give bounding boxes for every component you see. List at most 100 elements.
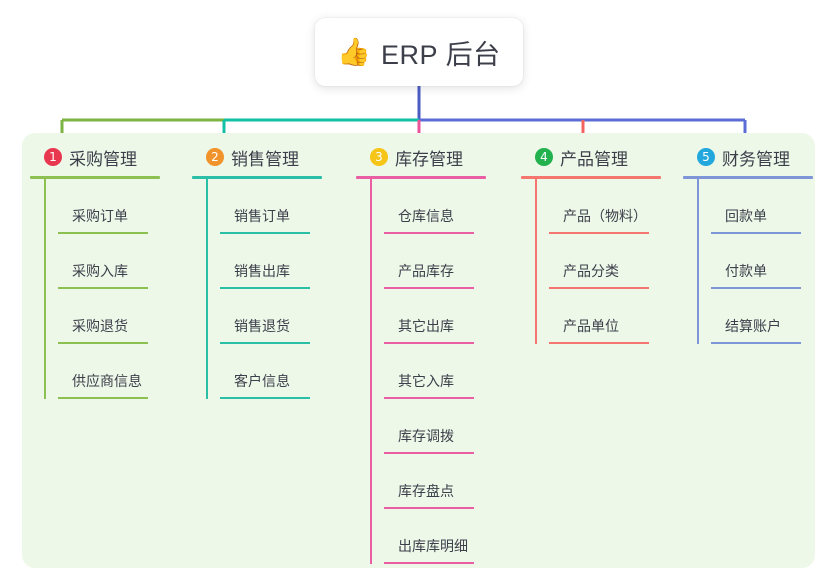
branch-item-underline [220, 232, 310, 234]
branch-item-label: 产品分类 [563, 263, 619, 279]
branch-item-underline [384, 452, 474, 454]
branch-item-underline [384, 562, 474, 564]
branch-item-underline [549, 342, 649, 344]
branch-column-2: 2 销售管理销售订单销售出库销售退货客户信息 [192, 144, 322, 399]
branch-item-label: 库存调拨 [398, 428, 454, 444]
branch-column-5: 5 财务管理回款单付款单结算账户 [683, 144, 813, 344]
branch-column-1: 1 采购管理采购订单采购入库采购退货供应商信息 [30, 144, 160, 399]
branch-item[interactable]: 库存调拨 [384, 399, 486, 454]
branch-item-underline [58, 342, 148, 344]
branch-spine-1 [44, 179, 46, 399]
branch-item[interactable]: 产品分类 [549, 234, 661, 289]
branch-item-underline [58, 232, 148, 234]
branch-children-3: 仓库信息产品库存其它出库其它入库库存调拨库存盘点出库库明细 [356, 179, 486, 564]
branch-item[interactable]: 结算账户 [711, 289, 813, 344]
branch-badge-5: 5 [697, 148, 715, 166]
branch-column-3: 3 库存管理仓库信息产品库存其它出库其它入库库存调拨库存盘点出库库明细 [356, 144, 486, 564]
branch-item-underline [384, 507, 474, 509]
branch-item-label: 出库库明细 [398, 538, 468, 554]
branch-badge-3: 3 [370, 148, 388, 166]
branch-spine-5 [697, 179, 699, 344]
branch-item[interactable]: 其它出库 [384, 289, 486, 344]
branch-item-underline [220, 342, 310, 344]
branch-item[interactable]: 供应商信息 [58, 344, 160, 399]
branch-item-underline [711, 287, 801, 289]
branch-item-underline [384, 342, 474, 344]
branch-item-label: 其它出库 [398, 318, 454, 334]
branch-item-underline [711, 232, 801, 234]
branch-panel [22, 133, 815, 568]
branch-item[interactable]: 回款单 [711, 179, 813, 234]
branch-item[interactable]: 采购订单 [58, 179, 160, 234]
branch-title-5: 财务管理 [722, 149, 790, 169]
branch-item-label: 采购入库 [72, 263, 128, 279]
branch-underline-1 [30, 176, 160, 179]
branch-item-label: 采购订单 [72, 208, 128, 224]
branch-underline-3 [356, 176, 486, 179]
branch-header-3[interactable]: 3 库存管理 [356, 144, 486, 170]
branch-item-label: 付款单 [725, 263, 767, 279]
branch-item[interactable]: 付款单 [711, 234, 813, 289]
branch-underline-2 [192, 176, 322, 179]
branch-item[interactable]: 产品库存 [384, 234, 486, 289]
branch-title-1: 采购管理 [69, 149, 137, 169]
branch-item[interactable]: 销售退货 [220, 289, 322, 344]
branch-title-2: 销售管理 [231, 149, 299, 169]
branch-badge-1: 1 [44, 148, 62, 166]
branch-item[interactable]: 产品（物料） [549, 179, 661, 234]
branch-item-label: 销售退货 [234, 318, 290, 334]
branch-item[interactable]: 出库库明细 [384, 509, 486, 564]
branch-badge-2: 2 [206, 148, 224, 166]
thumbs-up-icon: 👍 [337, 36, 372, 67]
branch-item-underline [711, 342, 801, 344]
branch-item[interactable]: 销售出库 [220, 234, 322, 289]
branch-children-1: 采购订单采购入库采购退货供应商信息 [30, 179, 160, 399]
branch-children-2: 销售订单销售出库销售退货客户信息 [192, 179, 322, 399]
branch-item-label: 产品（物料） [563, 208, 647, 224]
branch-spine-2 [206, 179, 208, 399]
branch-item-label: 产品库存 [398, 263, 454, 279]
branch-item[interactable]: 产品单位 [549, 289, 661, 344]
branch-item-label: 回款单 [725, 208, 767, 224]
branch-item-label: 仓库信息 [398, 208, 454, 224]
branch-item-underline [549, 232, 649, 234]
branch-item[interactable]: 销售订单 [220, 179, 322, 234]
branch-children-4: 产品（物料） 产品分类产品单位 [521, 179, 661, 344]
branch-item-underline [384, 287, 474, 289]
branch-item-underline [549, 287, 649, 289]
branch-item-underline [58, 287, 148, 289]
branch-item-label: 供应商信息 [72, 373, 142, 389]
branch-item[interactable]: 其它入库 [384, 344, 486, 399]
branch-spine-4 [535, 179, 537, 344]
branch-item-label: 采购退货 [72, 318, 128, 334]
branch-item-underline [384, 232, 474, 234]
branch-underline-4 [521, 176, 661, 179]
branch-item-underline [220, 287, 310, 289]
branch-title-4: 产品管理 [560, 149, 628, 169]
branch-item-underline [384, 397, 474, 399]
branch-item[interactable]: 客户信息 [220, 344, 322, 399]
branch-item-label: 其它入库 [398, 373, 454, 389]
root-node[interactable]: 👍 ERP 后台 [315, 18, 523, 86]
branch-header-5[interactable]: 5 财务管理 [683, 144, 813, 170]
branch-item[interactable]: 采购入库 [58, 234, 160, 289]
branch-item[interactable]: 采购退货 [58, 289, 160, 344]
branch-title-3: 库存管理 [395, 149, 463, 169]
branch-item-label: 结算账户 [725, 318, 781, 334]
branch-item-label: 销售订单 [234, 208, 290, 224]
branch-item-label: 库存盘点 [398, 483, 454, 499]
branch-header-1[interactable]: 1 采购管理 [30, 144, 160, 170]
branch-item-label: 产品单位 [563, 318, 619, 334]
branch-item[interactable]: 库存盘点 [384, 454, 486, 509]
branch-underline-5 [683, 176, 813, 179]
root-title: ERP 后台 [381, 39, 501, 70]
branch-children-5: 回款单付款单结算账户 [683, 179, 813, 344]
branch-header-2[interactable]: 2 销售管理 [192, 144, 322, 170]
branch-item-underline [58, 397, 148, 399]
branch-item[interactable]: 仓库信息 [384, 179, 486, 234]
branch-item-label: 销售出库 [234, 263, 290, 279]
branch-item-underline [220, 397, 310, 399]
